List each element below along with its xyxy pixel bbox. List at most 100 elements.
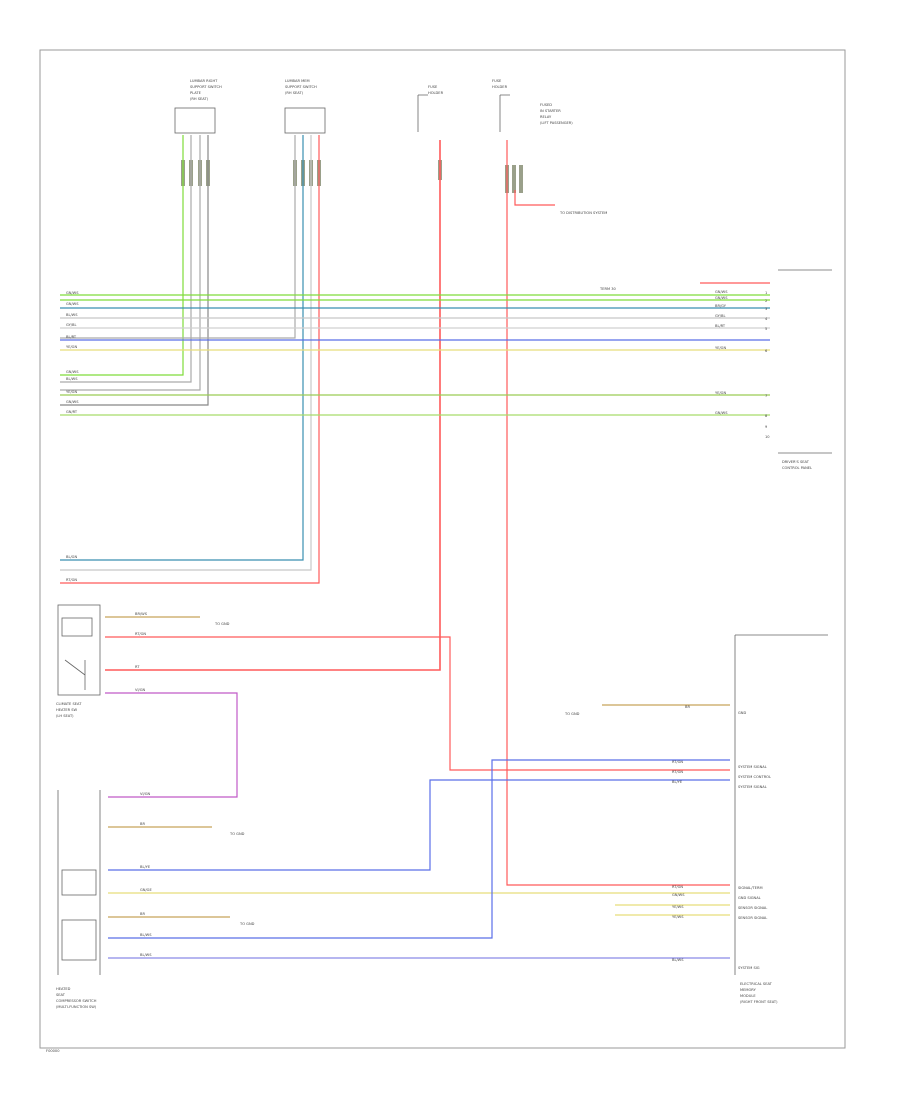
wl-left-4: BL/RT: [66, 335, 77, 339]
pin-10: 10: [765, 435, 770, 439]
bwl-6: BL/WS: [140, 953, 152, 957]
seat-module-l2: CONTROL PANEL: [782, 466, 812, 470]
horizontal-bus-wires: [60, 282, 770, 416]
lumbar-right-l1: LUMBAR MEM: [285, 79, 310, 83]
module-wire-labels: BR RT/GN RT/GN BL/YE RT/GN GN/WS YE/WS Y…: [672, 705, 690, 962]
wl-left-10: GN/RT: [66, 410, 78, 414]
mwl-0: BR: [685, 705, 690, 709]
mo-6: SENSOR SIGNAL: [738, 906, 767, 910]
module-l3: MODULE: [740, 994, 756, 998]
wl-right-3: GY/BL: [715, 314, 725, 318]
swl-3: VI/GN: [135, 688, 146, 692]
fuse-b-l1: FUSE: [492, 79, 502, 83]
gnd-1: TO GND: [229, 832, 245, 836]
module-output-labels: GND SYSTEM SIGNAL SYSTEM CONTROL SYSTEM …: [738, 711, 771, 970]
mwl-1: RT/GN: [672, 760, 683, 764]
wl-left-11: BL/GN: [66, 555, 77, 559]
heated-switch-l1: HEATED: [56, 987, 71, 991]
fuse-a-l1: FUSE: [428, 85, 438, 89]
wl-left-2: BL/WS: [66, 313, 78, 317]
left-wire-labels: GN/WS GN/WS BL/WS GY/BL BL/RT YE/GN GN/W…: [66, 291, 79, 582]
mwl-2: RT/GN: [672, 770, 683, 774]
wl-right-7: GN/WS: [715, 411, 728, 415]
mo-7: SENSOR SIGNAL: [738, 916, 767, 920]
mo-2: SYSTEM CONTROL: [738, 775, 771, 779]
wl-left-0: GN/WS: [66, 291, 79, 295]
gnd-0: TO GND: [214, 622, 230, 626]
wl-right-5: YE/GN: [715, 346, 726, 350]
footer-code: F00000: [46, 1049, 60, 1053]
lumbar-left-l3: PLATE: [190, 91, 202, 95]
module-l2: MEMORY: [740, 988, 757, 992]
climate-switch-l2: HEATER SW: [56, 708, 78, 712]
mo-5: GND SIGNAL: [738, 896, 761, 900]
bwl-3: GN/GE: [140, 888, 152, 892]
switch-wire-labels: BR/WS RT/GN RT VI/GN TO GND: [135, 612, 230, 692]
swl-2: RT: [135, 665, 140, 669]
module-l4: (RIGHT FRONT SEAT): [740, 1000, 778, 1004]
climate-seat-switch: CLIMATE SEAT HEATER SW (LH SEAT): [56, 604, 101, 718]
mo-1: SYSTEM SIGNAL: [738, 765, 767, 769]
bwl-1: BR: [140, 822, 145, 826]
wl-right-2: BR/GY: [715, 304, 727, 308]
wl-left-7: BL/WS: [66, 377, 78, 381]
connector-blocks: [181, 160, 523, 193]
climate-switch-l3: (LH SEAT): [56, 714, 74, 718]
gnd-3: TO GND: [564, 712, 580, 716]
bottom-wires: [108, 704, 730, 959]
lumbar-right-l2: SUPPORT SWITCH: [285, 85, 317, 89]
mwl-3: BL/YE: [672, 780, 683, 784]
gnd-2: TO GND: [239, 922, 255, 926]
pin-2: 2: [765, 299, 767, 303]
bwl-2: BL/YE: [140, 865, 151, 869]
heated-seat-switch: HEATED SEAT COMPRESSOR SWITCH (MULTI-FUN…: [56, 790, 101, 1009]
mwl-6: YE/WS: [672, 905, 684, 909]
lumbar-left-l1: LUMBAR RIGHT: [190, 79, 218, 83]
lumbar-right-l3: (RH SEAT): [285, 91, 304, 95]
fuse-holder-a: FUSE HOLDER: [417, 85, 444, 132]
pin-8: 8: [765, 414, 768, 418]
pin-6: 6: [765, 349, 768, 353]
mwl-7: YE/WS: [672, 915, 684, 919]
bwl-0: VI/GN: [140, 792, 151, 796]
mwl-5: GN/WS: [672, 893, 685, 897]
diagram-frame: [39, 49, 846, 1049]
vertical-wires-top: [60, 135, 730, 886]
power-label-l3: RELAY: [540, 115, 552, 119]
bwl-4: BR: [140, 912, 145, 916]
wl-left-6: GN/WS: [66, 370, 79, 374]
wl-right-4: BL/RT: [715, 324, 726, 328]
lumbar-left-l4: (RH SEAT): [190, 97, 209, 101]
bottom-wire-labels: VI/GN BR BL/YE GN/GE BR BL/WS BL/WS TO G…: [140, 712, 580, 957]
bwl-5: BL/WS: [140, 933, 152, 937]
wl-left-1: GN/WS: [66, 302, 79, 306]
wl-right-0: GN/WS: [715, 290, 728, 294]
control-power-label: TO DISTRIBUTION SYSTEM: [559, 211, 607, 215]
fuse-holder-b: FUSE HOLDER FUSED IN STARTER RELAY (LIFT…: [492, 79, 607, 215]
heated-switch-l3: COMPRESSOR SWITCH: [56, 999, 97, 1003]
side-note: TERM 30: [599, 287, 616, 291]
lumbar-left-l2: SUPPORT SWITCH: [190, 85, 222, 89]
power-label-l2: IN STARTER: [540, 109, 561, 113]
power-label-l1: FUSED: [540, 103, 552, 107]
seat-module-l1: DRIVER'S SEAT: [782, 460, 810, 464]
power-label-l4: (LIFT PASSENGER): [540, 121, 573, 125]
wl-right-1: GN/WS: [715, 296, 728, 300]
module-l1: ELECTRICAL SEAT: [740, 982, 773, 986]
wl-left-9: GN/WS: [66, 400, 79, 404]
mwl-4: RT/GN: [672, 885, 683, 889]
mo-8: SYSTEM SIG: [738, 966, 760, 970]
heated-switch-l2: SEAT: [56, 993, 66, 997]
pin-1: 1: [765, 291, 767, 295]
fuse-a-l2: HOLDER: [428, 91, 444, 95]
wl-left-3: GY/BL: [66, 323, 76, 327]
switch-wires: [105, 616, 730, 798]
mwl-8: BL/WS: [672, 958, 684, 962]
mo-4: SIGNAL/TERM: [738, 886, 763, 890]
pin-5: 5: [765, 327, 767, 331]
pin-9: 9: [765, 425, 768, 429]
pin-7: 7: [765, 394, 767, 398]
mo-3: SYSTEM SIGNAL: [738, 785, 767, 789]
wl-left-8: YE/GN: [66, 390, 77, 394]
